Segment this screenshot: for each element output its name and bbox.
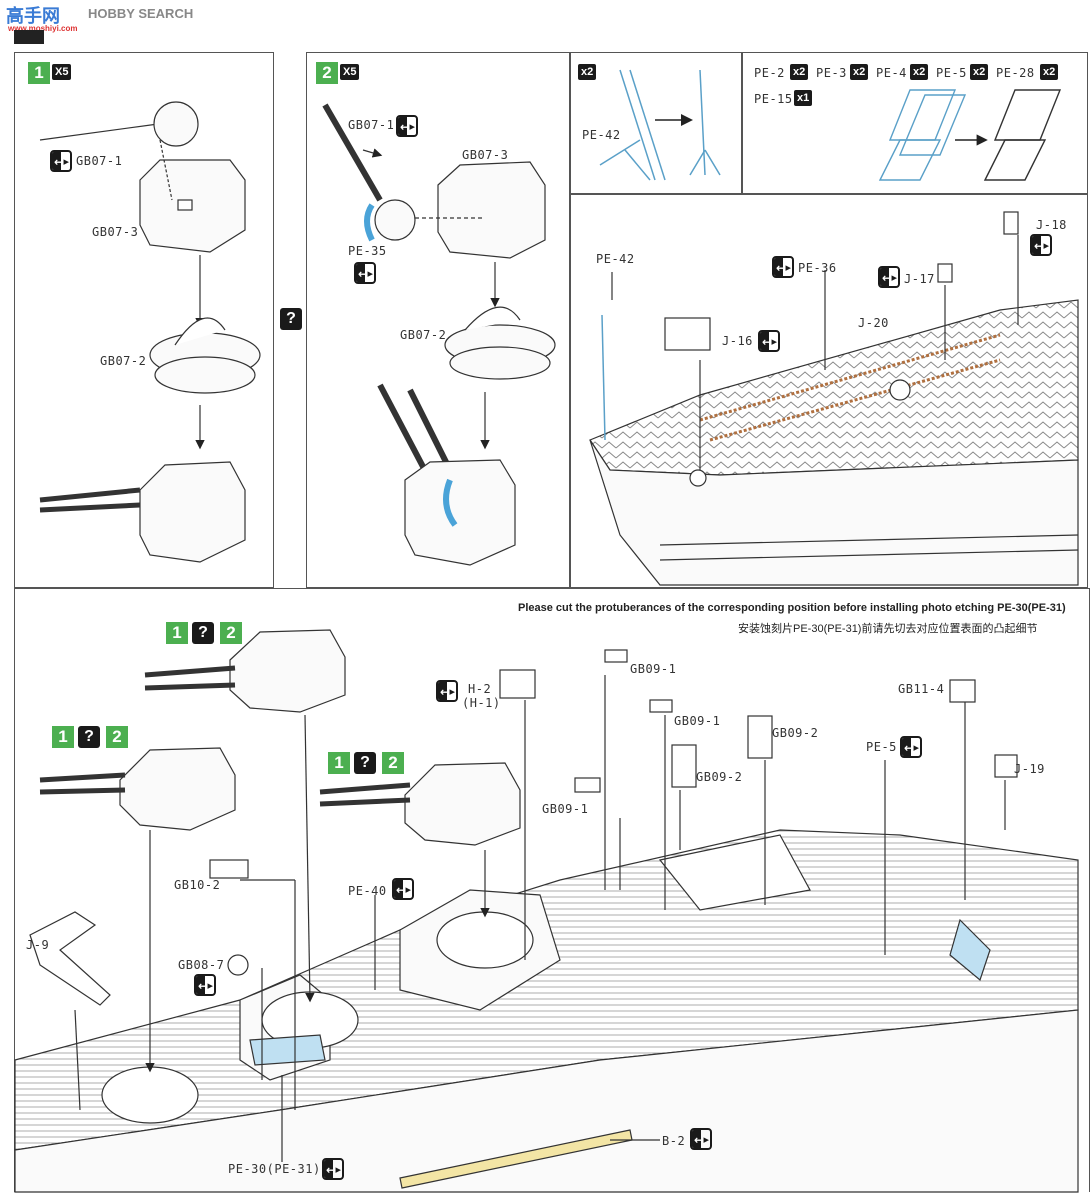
panel-bow <box>570 194 1088 588</box>
part-label: PE-5 <box>866 740 897 754</box>
part-label: PE-35 <box>348 244 387 258</box>
part-label: GB09-1 <box>674 714 721 728</box>
question-badge: ? <box>354 752 376 774</box>
part-label: PE-2 <box>754 66 785 80</box>
step-number: 2 <box>382 752 404 774</box>
part-label: J-19 <box>1014 762 1045 776</box>
part-label: J-17 <box>904 272 935 286</box>
part-label: J-20 <box>858 316 889 330</box>
step-number: 1 <box>166 622 188 644</box>
panel-ladders <box>742 52 1088 194</box>
multiplier-badge: x2 <box>850 64 869 80</box>
part-label: GB11-4 <box>898 682 945 696</box>
ladder-drawing <box>878 89 1062 181</box>
part-label: GB09-1 <box>630 662 677 676</box>
question-badge: ? <box>280 308 302 330</box>
part-label: PE-42 <box>582 128 621 142</box>
panel-step-1 <box>14 52 274 588</box>
flip-icon: ←▸ <box>878 266 900 288</box>
flip-icon: ←▸ <box>194 974 216 996</box>
part-label: J-9 <box>26 938 50 952</box>
multiplier-badge: X5 <box>52 64 72 80</box>
part-label: J-16 <box>722 334 753 348</box>
flip-icon: ←▸ <box>354 262 376 284</box>
multiplier-badge: x2 <box>790 64 809 80</box>
instruction-note-cn: 安装蚀刻片PE-30(PE-31)前请先切去对应位置表面的凸起细节 <box>738 623 1038 635</box>
part-label: PE-40 <box>348 884 387 898</box>
part-label: GB07-1 <box>348 118 395 132</box>
watermark-url: www.moshiyi.com <box>8 24 78 33</box>
pe42-drawing <box>599 69 721 181</box>
part-label: GB07-2 <box>400 328 447 342</box>
part-label: GB09-2 <box>696 770 743 784</box>
flip-icon: ←▸ <box>772 256 794 278</box>
part-label: GB07-3 <box>92 225 139 239</box>
multiplier-badge: X5 <box>340 64 360 80</box>
flip-icon: ←▸ <box>1030 234 1052 256</box>
flip-icon: ←▸ <box>50 150 72 172</box>
multiplier-badge: x2 <box>1040 64 1059 80</box>
flip-icon: ←▸ <box>322 1158 344 1180</box>
watermark-logo: 高手网 <box>6 6 60 26</box>
part-label: PE-42 <box>596 252 635 266</box>
question-badge: ? <box>192 622 214 644</box>
part-label: GB08-7 <box>178 958 225 972</box>
flip-icon: ←▸ <box>758 330 780 352</box>
panel-bottom <box>14 588 1090 1192</box>
flip-icon: ←▸ <box>396 115 418 137</box>
multiplier-badge: x2 <box>910 64 929 80</box>
part-label: GB07-1 <box>76 154 123 168</box>
header-block <box>14 30 44 44</box>
step-number: 2 <box>220 622 242 644</box>
part-label: J-18 <box>1036 218 1067 232</box>
flip-icon: ←▸ <box>392 878 414 900</box>
part-label: PE-5 <box>936 66 967 80</box>
part-label: PE-15 <box>754 92 793 106</box>
step1-drawing <box>39 101 261 563</box>
part-label: PE-30(PE-31) <box>228 1162 321 1176</box>
instruction-note-en: Please cut the protuberances of the corr… <box>518 602 1066 614</box>
multiplier-badge: x1 <box>794 90 813 106</box>
part-label: GB07-3 <box>462 148 509 162</box>
part-label: PE-3 <box>816 66 847 80</box>
part-label: GB09-2 <box>772 726 819 740</box>
step-number: 1 <box>28 62 50 84</box>
step-number: 2 <box>106 726 128 748</box>
part-label: PE-4 <box>876 66 907 80</box>
flip-icon: ←▸ <box>436 680 458 702</box>
part-label: PE-36 <box>798 261 837 275</box>
multiplier-badge: x2 <box>578 64 597 80</box>
step-number: 2 <box>316 62 338 84</box>
watermark-site: HOBBY SEARCH <box>88 6 194 21</box>
panel-step-2 <box>306 52 570 588</box>
part-label: GB07-2 <box>100 354 147 368</box>
part-label: GB10-2 <box>174 878 221 892</box>
hull-drawing <box>14 629 1079 1193</box>
multiplier-badge: x2 <box>970 64 989 80</box>
step2-drawing <box>322 103 556 566</box>
bow-drawing <box>589 211 1079 586</box>
part-label: GB09-1 <box>542 802 589 816</box>
part-label: B-2 <box>662 1134 686 1148</box>
panel-pe42 <box>570 52 742 194</box>
question-badge: ? <box>78 726 100 748</box>
flip-icon: ←▸ <box>900 736 922 758</box>
step-number: 1 <box>328 752 350 774</box>
flip-icon: ←▸ <box>690 1128 712 1150</box>
part-label: (H-1) <box>462 696 501 710</box>
step-number: 1 <box>52 726 74 748</box>
part-label: H-2 <box>468 682 492 696</box>
part-label: PE-28 <box>996 66 1035 80</box>
